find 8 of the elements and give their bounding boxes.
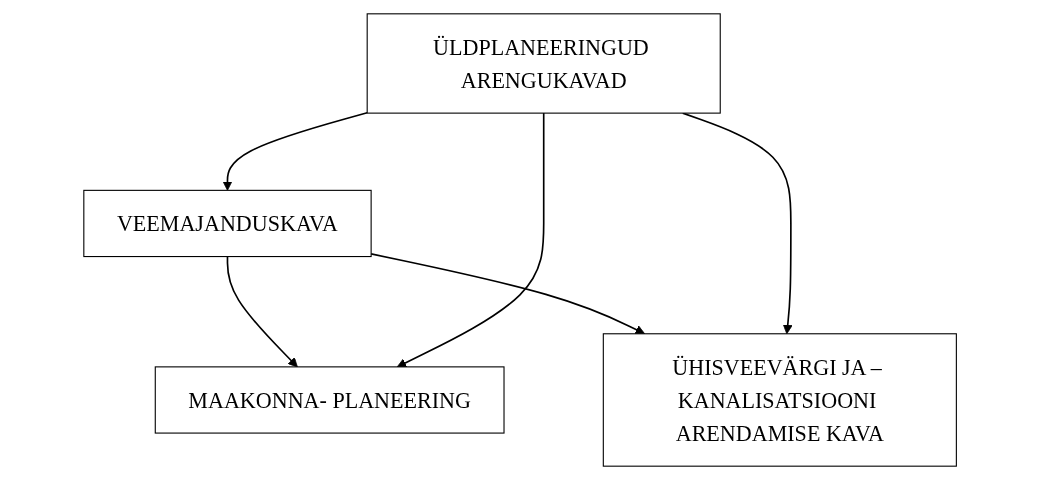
node-box: ÜLDPLANEERINGUD ARENGUKAVAD [366,13,721,114]
node-box: VEEMAJANDUSKAVA [83,189,372,258]
node-box: MAAKONNA- PLANEERING [154,366,505,434]
arrow [226,255,298,368]
node-box: ÜHISVEEVÄRGI JA – KANALISATSIOONI ARENDAMISE KAVA [602,333,957,467]
arrow [370,253,645,335]
arrow [396,112,545,368]
arrow [222,111,368,191]
